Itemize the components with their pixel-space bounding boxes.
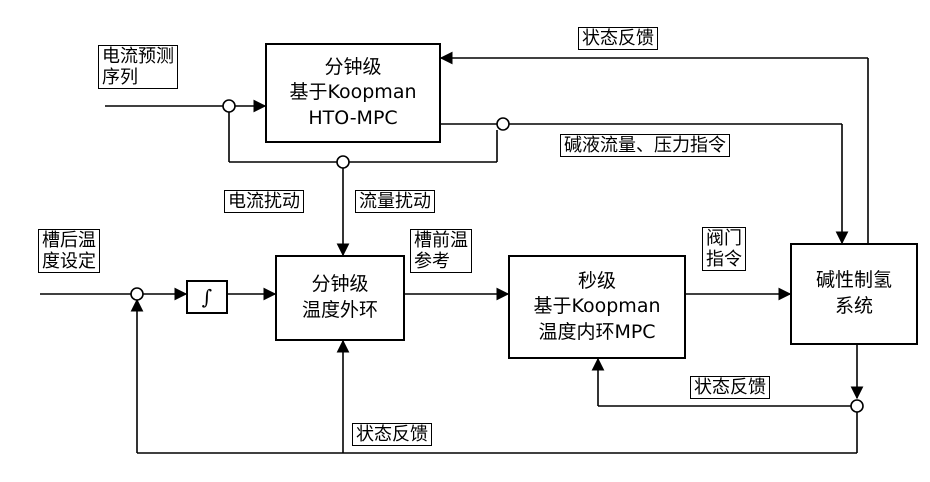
integrator-block: ∫ xyxy=(186,280,228,314)
outlet-temp-setpoint-line1: 槽后温 xyxy=(42,230,96,251)
top-mpc-line1: 分钟级 xyxy=(324,55,381,81)
valve-command-line2: 指令 xyxy=(706,249,742,270)
outer-loop-line2: 温度外环 xyxy=(302,298,378,324)
inlet-temp-reference-label: 槽前温 参考 xyxy=(410,229,472,273)
plant-line2: 系统 xyxy=(835,294,873,320)
plant-block: 碱性制氢 系统 xyxy=(790,243,918,345)
outlet-temp-setpoint-line2: 度设定 xyxy=(42,251,96,272)
outer-loop-block: 分钟级 温度外环 xyxy=(275,255,405,341)
valve-command-line1: 阀门 xyxy=(706,228,742,249)
state-feedback-inner-label: 状态反馈 xyxy=(690,376,770,399)
junction-disturbance xyxy=(337,156,349,168)
junction-forecast xyxy=(223,100,235,112)
inner-mpc-line3: 温度内环MPC xyxy=(538,320,655,346)
lye-flow-pressure-label: 碱液流量、压力指令 xyxy=(560,134,730,157)
outer-loop-line1: 分钟级 xyxy=(311,272,368,298)
current-forecast-line1: 电流预测 xyxy=(102,46,174,67)
current-forecast-label: 电流预测 序列 xyxy=(98,45,178,89)
current-forecast-line2: 序列 xyxy=(102,67,174,88)
top-mpc-line2: 基于Koopman xyxy=(289,80,416,106)
valve-command-label: 阀门 指令 xyxy=(702,227,746,271)
inlet-temp-reference-line1: 槽前温 xyxy=(414,230,468,251)
state-feedback-top-label: 状态反馈 xyxy=(578,27,658,50)
inlet-temp-reference-line2: 参考 xyxy=(414,251,468,272)
current-disturbance-label: 电流扰动 xyxy=(224,190,304,213)
junction-plant-output xyxy=(851,400,863,412)
integrator-symbol: ∫ xyxy=(202,284,212,311)
inner-mpc-block: 秒级 基于Koopman 温度内环MPC xyxy=(508,255,686,359)
top-mpc-line3: HTO-MPC xyxy=(308,106,397,132)
junction-setpoint-sum xyxy=(131,288,143,300)
junction-top-output xyxy=(497,118,509,130)
flow-disturbance-label: 流量扰动 xyxy=(355,190,435,213)
inner-mpc-line1: 秒级 xyxy=(578,269,616,295)
state-feedback-bottom-label: 状态反馈 xyxy=(352,423,432,446)
outlet-temp-setpoint-label: 槽后温 度设定 xyxy=(38,229,100,273)
plant-line1: 碱性制氢 xyxy=(816,268,892,294)
inner-mpc-line2: 基于Koopman xyxy=(533,294,660,320)
top-mpc-block: 分钟级 基于Koopman HTO-MPC xyxy=(265,43,441,143)
